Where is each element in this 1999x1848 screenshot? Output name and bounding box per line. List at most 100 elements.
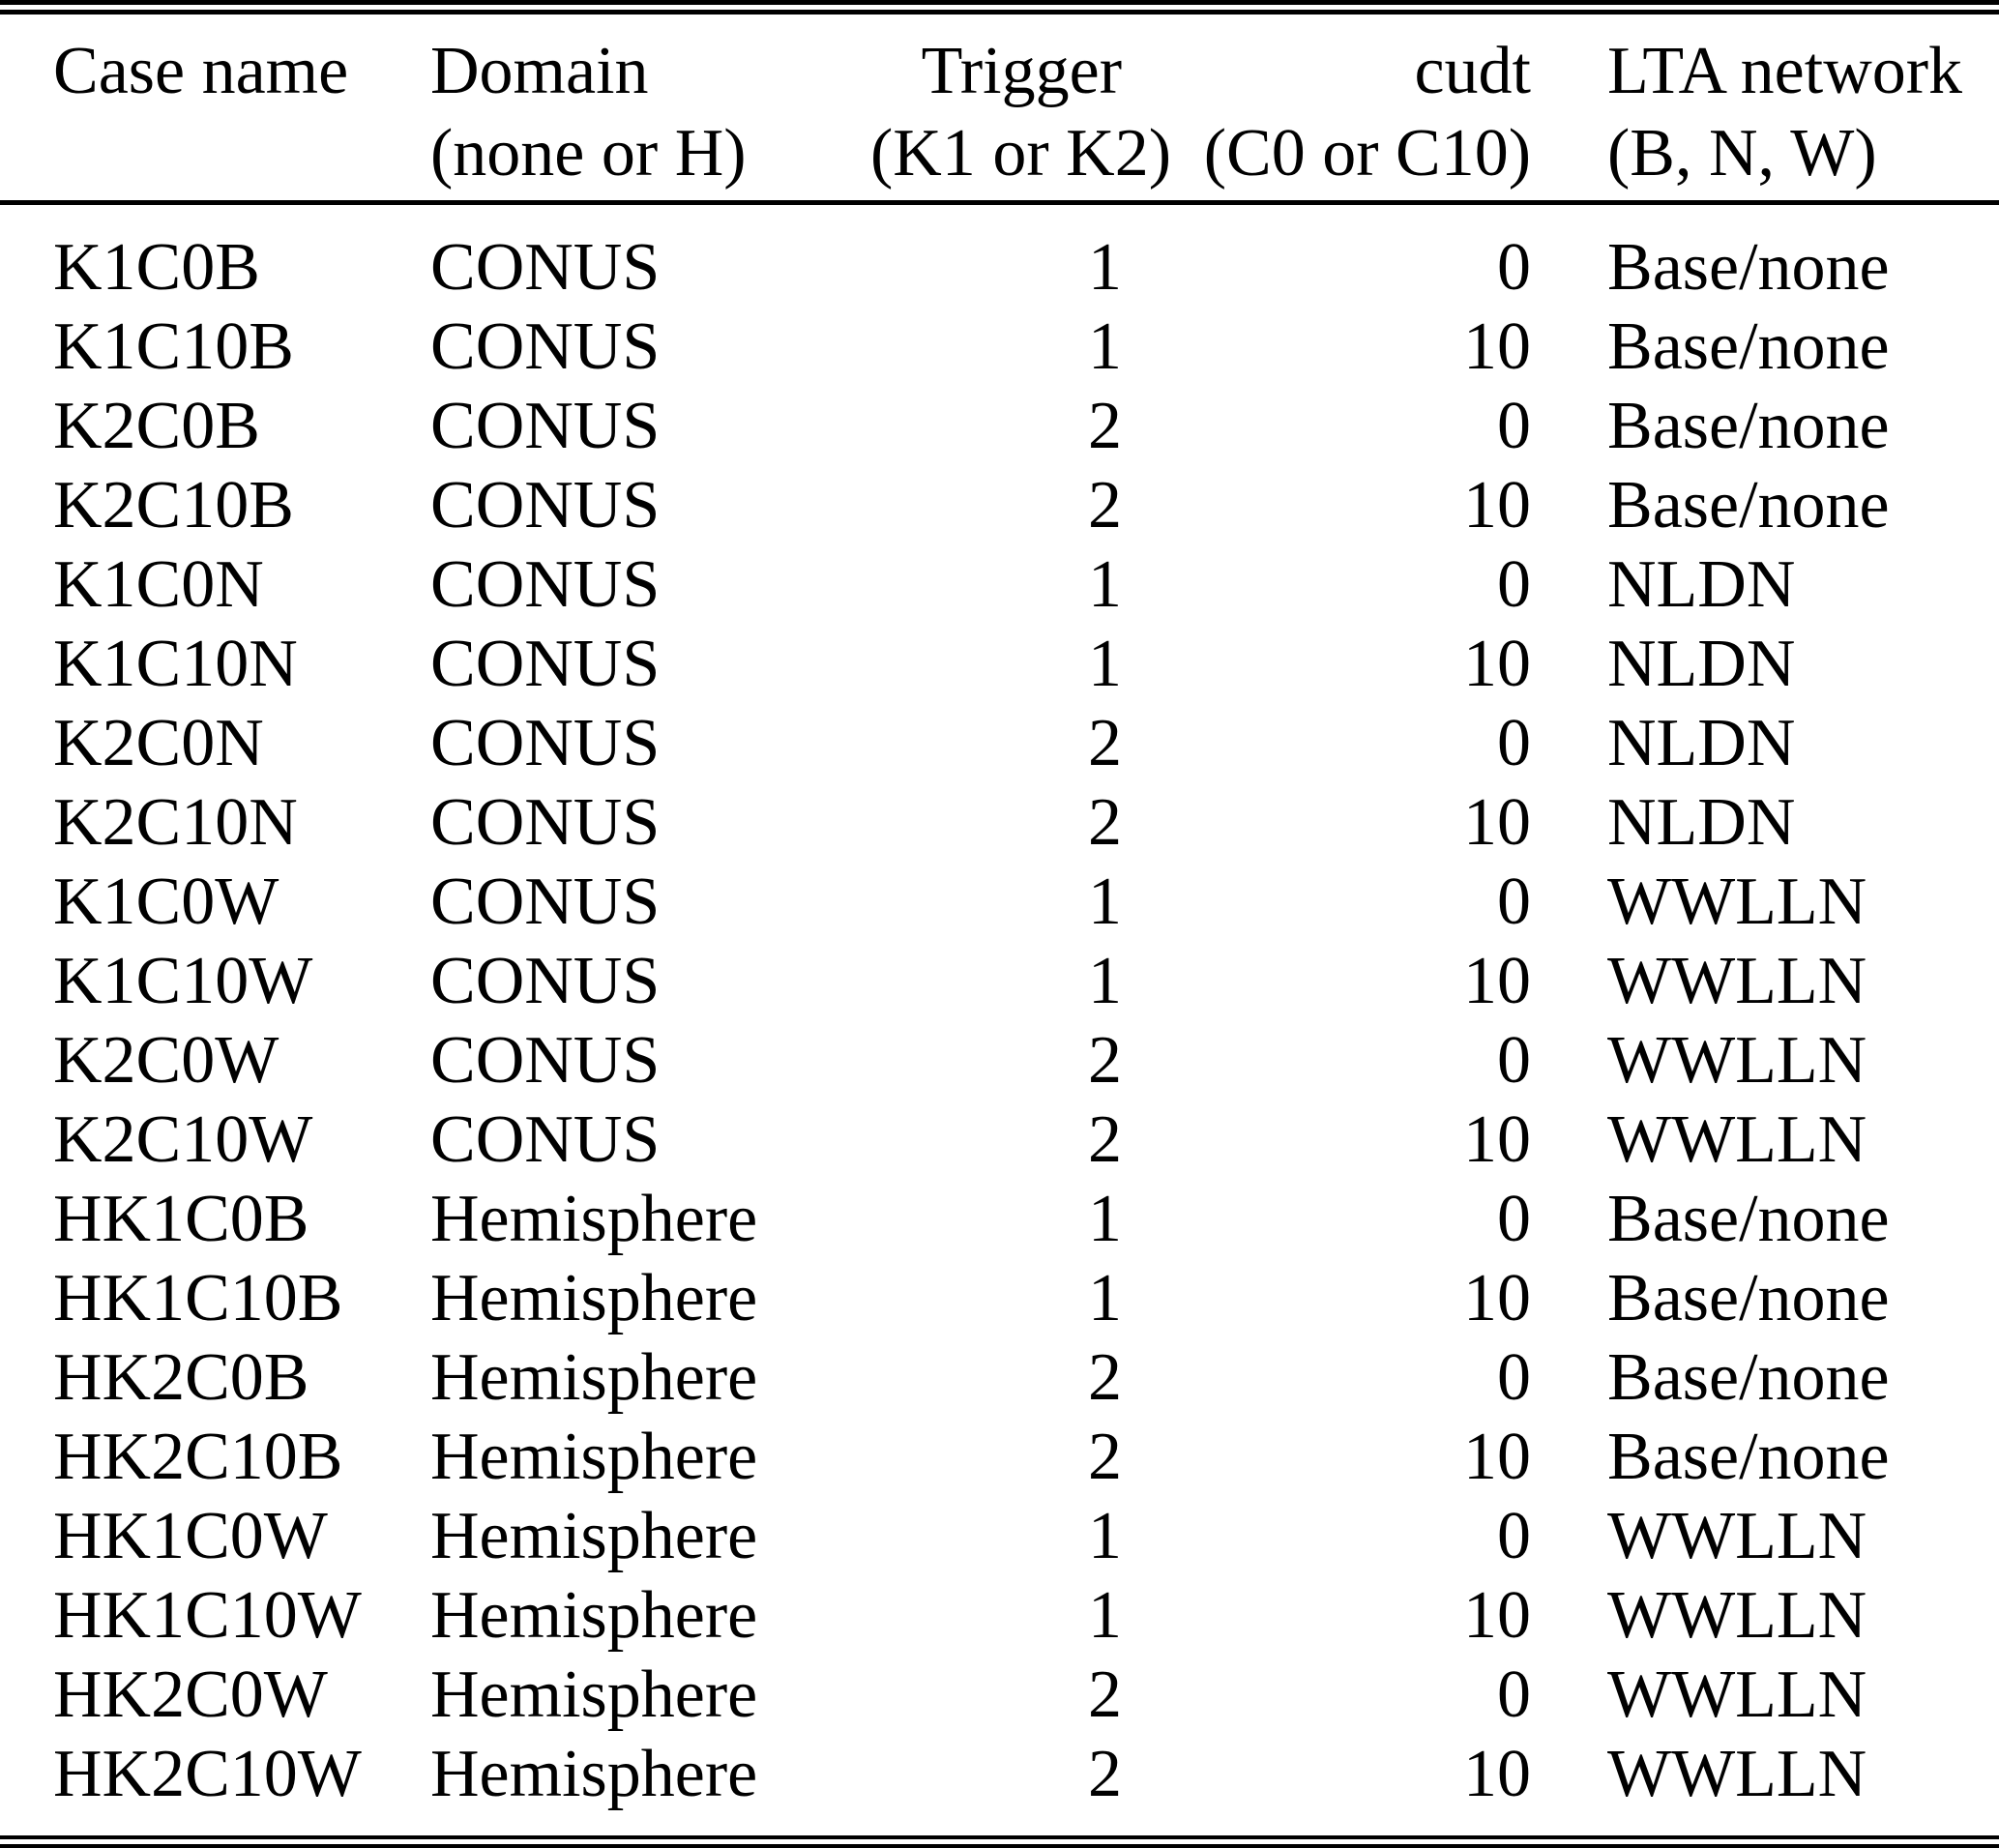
- cell-domain: Hemisphere: [430, 1339, 758, 1415]
- cell-trigger: 1: [1088, 943, 1122, 1018]
- cell-cudt: 0: [1497, 1657, 1531, 1732]
- cell-trigger: 2: [1088, 1736, 1122, 1811]
- cell-lta-network: Base/none: [1607, 1181, 1890, 1256]
- cell-cudt: 0: [1497, 388, 1531, 463]
- cell-cudt: 10: [1463, 1419, 1531, 1494]
- cell-lta-network: WWLLN: [1607, 1577, 1867, 1653]
- cell-trigger: 1: [1088, 1181, 1122, 1256]
- cell-cudt: 0: [1497, 546, 1531, 622]
- cell-cudt: 10: [1463, 784, 1531, 860]
- cell-cudt: 10: [1463, 943, 1531, 1018]
- column-header-lta-network: LTA network (B, N, W): [1531, 15, 1999, 205]
- table-row: HK2C0W Hemisphere 2 0 WWLLN: [0, 1656, 1999, 1735]
- cell-case-name: K1C0N: [53, 546, 264, 622]
- column-header-line1: Case name: [53, 34, 349, 108]
- table-row: K2C0N CONUS 2 0 NLDN: [0, 704, 1999, 783]
- cell-case-name: K1C0W: [53, 864, 279, 939]
- cell-lta-network: Base/none: [1607, 229, 1890, 305]
- table-row: HK1C10B Hemisphere 1 10 Base/none: [0, 1259, 1999, 1338]
- cell-cudt: 10: [1463, 1260, 1531, 1335]
- cell-case-name: K2C0N: [53, 705, 264, 780]
- cell-trigger: 1: [1088, 546, 1122, 622]
- cell-domain: CONUS: [430, 308, 661, 384]
- cell-domain: CONUS: [430, 864, 661, 939]
- cell-cudt: 10: [1463, 1736, 1531, 1811]
- cell-case-name: K2C0W: [53, 1022, 279, 1098]
- cell-domain: Hemisphere: [430, 1419, 758, 1494]
- table-row: K2C0W CONUS 2 0 WWLLN: [0, 1021, 1999, 1100]
- cell-case-name: K2C10W: [53, 1101, 313, 1177]
- cell-lta-network: NLDN: [1607, 546, 1796, 622]
- cell-lta-network: NLDN: [1607, 705, 1796, 780]
- cell-case-name: K1C10B: [53, 308, 294, 384]
- column-header-line2: (none or H): [430, 116, 747, 191]
- cell-trigger: 2: [1088, 1657, 1122, 1732]
- cell-domain: CONUS: [430, 784, 661, 860]
- cell-domain: CONUS: [430, 705, 661, 780]
- cell-lta-network: Base/none: [1607, 1339, 1890, 1415]
- table-row: K1C10W CONUS 1 10 WWLLN: [0, 942, 1999, 1021]
- cell-case-name: HK2C10B: [53, 1419, 343, 1494]
- cell-trigger: 1: [1088, 308, 1122, 384]
- cell-lta-network: Base/none: [1607, 467, 1890, 543]
- cell-trigger: 1: [1088, 1577, 1122, 1653]
- cell-trigger: 2: [1088, 1339, 1122, 1415]
- column-header-line2: (C0 or C10): [1203, 116, 1531, 191]
- cell-case-name: HK2C0B: [53, 1339, 309, 1415]
- cell-trigger: 2: [1088, 467, 1122, 543]
- cell-case-name: K1C10N: [53, 626, 298, 701]
- table-header: Case name Domain (none or H) Trigger (K1…: [0, 15, 1999, 205]
- cell-domain: CONUS: [430, 388, 661, 463]
- top-rule-gap: [0, 5, 1999, 10]
- table-row: K2C10N CONUS 2 10 NLDN: [0, 783, 1999, 863]
- cell-trigger: 2: [1088, 705, 1122, 780]
- cell-case-name: K1C10W: [53, 943, 313, 1018]
- table-row: K1C0W CONUS 1 0 WWLLN: [0, 863, 1999, 942]
- table-row: HK1C10W Hemisphere 1 10 WWLLN: [0, 1576, 1999, 1656]
- cell-cudt: 10: [1463, 1577, 1531, 1653]
- table-header-row: Case name Domain (none or H) Trigger (K1…: [0, 15, 1999, 205]
- cell-case-name: HK1C0B: [53, 1181, 309, 1256]
- cell-trigger: 1: [1088, 864, 1122, 939]
- cell-lta-network: WWLLN: [1607, 1101, 1867, 1177]
- cell-lta-network: NLDN: [1607, 784, 1796, 860]
- table-row: HK1C0B Hemisphere 1 0 Base/none: [0, 1180, 1999, 1259]
- table-row: K1C10N CONUS 1 10 NLDN: [0, 625, 1999, 704]
- table-row: HK2C0B Hemisphere 2 0 Base/none: [0, 1338, 1999, 1418]
- table-row: K1C10B CONUS 1 10 Base/none: [0, 308, 1999, 387]
- cell-cudt: 10: [1463, 1101, 1531, 1177]
- column-header-line1: LTA network: [1607, 34, 1963, 108]
- cell-domain: CONUS: [430, 546, 661, 622]
- table-row: K1C0N CONUS 1 0 NLDN: [0, 545, 1999, 625]
- table-row: K2C10B CONUS 2 10 Base/none: [0, 466, 1999, 545]
- top-rule-outer: [0, 0, 1999, 5]
- cell-lta-network: NLDN: [1607, 626, 1796, 701]
- bottom-rule-outer: [0, 1844, 1999, 1848]
- cell-case-name: HK1C10W: [53, 1577, 362, 1653]
- bottom-spacer: [0, 1814, 1999, 1836]
- cell-trigger: 2: [1088, 784, 1122, 860]
- cell-domain: CONUS: [430, 943, 661, 1018]
- cell-domain: Hemisphere: [430, 1498, 758, 1573]
- cell-trigger: 2: [1088, 388, 1122, 463]
- table-row: K2C10W CONUS 2 10 WWLLN: [0, 1100, 1999, 1180]
- cell-cudt: 0: [1497, 864, 1531, 939]
- column-header-line1: Trigger: [921, 34, 1122, 108]
- table-row: HK2C10W Hemisphere 2 10 WWLLN: [0, 1735, 1999, 1814]
- column-header-cudt: cudt (C0 or C10): [1122, 15, 1531, 205]
- cell-trigger: 1: [1088, 1498, 1122, 1573]
- cell-cudt: 0: [1497, 1181, 1531, 1256]
- cell-case-name: K2C10N: [53, 784, 298, 860]
- cell-lta-network: Base/none: [1607, 388, 1890, 463]
- simulation-cases-table: Case name Domain (none or H) Trigger (K1…: [0, 15, 1999, 1814]
- cell-lta-network: WWLLN: [1607, 1498, 1867, 1573]
- cell-case-name: HK1C0W: [53, 1498, 328, 1573]
- cell-lta-network: WWLLN: [1607, 943, 1867, 1018]
- table-body: K1C0B CONUS 1 0 Base/none K1C10B CONUS 1…: [0, 202, 1999, 1814]
- cell-domain: Hemisphere: [430, 1657, 758, 1732]
- cell-case-name: K2C0B: [53, 388, 260, 463]
- cell-trigger: 2: [1088, 1022, 1122, 1098]
- column-header-domain: Domain (none or H): [430, 15, 870, 205]
- cell-cudt: 10: [1463, 467, 1531, 543]
- cell-cudt: 0: [1497, 1498, 1531, 1573]
